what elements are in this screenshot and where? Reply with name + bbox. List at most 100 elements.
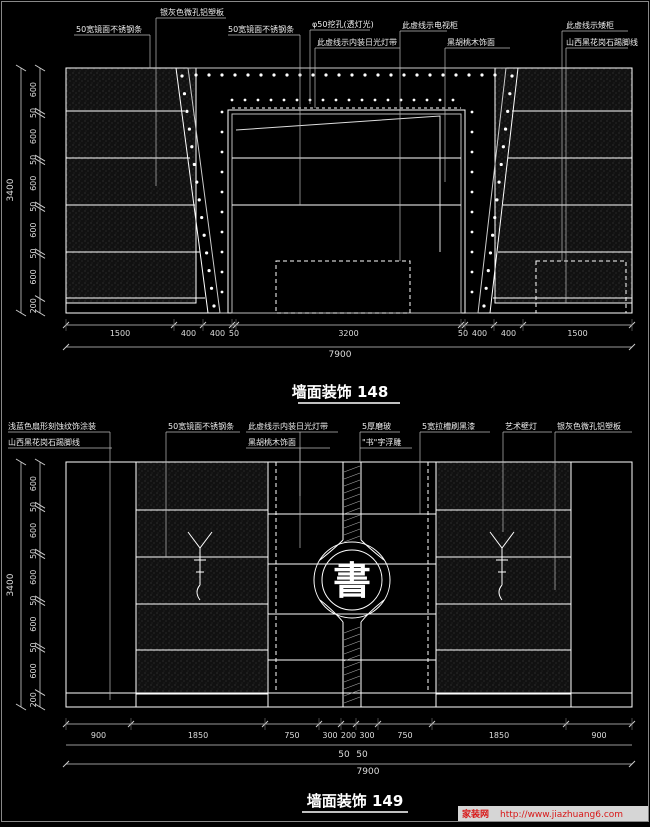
dim-label: 3200 — [338, 329, 358, 338]
dim-labels-149: 3400 7900 50 50 — [6, 573, 380, 777]
annotation: 此虚线示电视柜 — [402, 20, 458, 30]
light-hole — [220, 250, 224, 254]
light-hole — [220, 73, 224, 77]
light-hole — [499, 162, 503, 167]
total-width-label: 7900 — [329, 350, 352, 360]
dim-tick — [34, 248, 46, 256]
dim-tick — [34, 458, 46, 466]
dim-label: 50 — [29, 108, 38, 118]
hatch-line — [343, 668, 361, 676]
annotation: 此虚线示内装日光灯带 — [248, 421, 328, 431]
light-hole — [192, 162, 196, 167]
light-hole — [508, 92, 512, 96]
dim-tick — [34, 107, 46, 115]
annotation: 银灰色微孔铝塑板 — [160, 7, 224, 17]
light-hole — [233, 73, 237, 77]
dim-label: 300 — [359, 731, 374, 740]
hatch-line — [343, 507, 361, 515]
annotation: 黑胡桃木饰面 — [248, 437, 296, 447]
hatch-line — [343, 654, 361, 662]
dim-tick — [34, 205, 46, 212]
dim-tick — [34, 501, 46, 509]
hatch-line — [343, 647, 361, 655]
light-hole — [209, 286, 214, 290]
light-hole — [205, 251, 209, 255]
dim-label: 600 — [29, 269, 38, 284]
dim-tick — [34, 595, 46, 603]
footer-url[interactable]: http://www.jiazhuang6.com — [500, 810, 623, 820]
dim-label: 600 — [29, 176, 38, 191]
glass-hatch — [343, 465, 361, 704]
emblem-character: 書 — [333, 559, 371, 603]
light-hole — [285, 73, 289, 77]
light-hole — [510, 74, 514, 78]
hatch-line — [343, 633, 361, 641]
annotation: 50宽镜面不锈钢条 — [228, 24, 294, 34]
dim-tick — [34, 201, 46, 209]
left-granite-panel — [65, 67, 197, 304]
dim-label: 750 — [284, 731, 299, 740]
light-hole — [212, 304, 216, 308]
dim-label: 1500 — [110, 329, 130, 338]
light-hole — [190, 145, 194, 149]
light-hole — [497, 180, 501, 184]
hatch-line — [343, 486, 361, 494]
light-hole — [202, 233, 206, 237]
dim-tick — [34, 158, 46, 166]
light-hole — [180, 74, 184, 78]
drawing-title: 墙面装饰 149 — [307, 792, 404, 810]
annotation: 山西黑花岗石踢脚线 — [566, 37, 638, 47]
leaders-149 — [8, 431, 632, 700]
hatch-line — [343, 640, 361, 648]
annotation: 50宽镜面不锈钢条 — [168, 421, 234, 431]
dim-label: 400 — [181, 329, 196, 338]
hatch-line — [343, 661, 361, 669]
light-hole — [295, 98, 299, 102]
dim-label: 600 — [29, 663, 38, 678]
dim-label: 600 — [29, 616, 38, 631]
light-hole — [491, 233, 495, 237]
annotation: φ50挖孔(透灯光) — [312, 19, 374, 29]
dim-label: 750 — [397, 731, 412, 740]
dim-label: 200 — [29, 298, 38, 313]
dim-label: 900 — [591, 731, 606, 740]
annotations-149: 浅蓝色扇形刻蚀纹饰涂装 山西黑花岗石踢脚线 50宽镜面不锈钢条 此虚线示内装日光… — [8, 421, 621, 447]
annotation: 此虚线示内装日光灯带 — [317, 37, 397, 47]
light-hole — [501, 145, 505, 149]
light-hole — [402, 73, 406, 77]
dim-label: 300 — [322, 731, 337, 740]
light-hole — [493, 73, 497, 77]
light-hole — [282, 98, 286, 102]
light-hole — [207, 73, 211, 77]
dim-tick — [34, 154, 46, 162]
dim-label: 600 — [29, 570, 38, 585]
light-hole — [389, 73, 393, 77]
dim-tick — [34, 599, 46, 606]
dim-label: 1850 — [188, 731, 208, 740]
dimensions-149 — [20, 462, 632, 765]
light-hole — [324, 73, 328, 77]
total-width-label: 7900 — [357, 767, 380, 777]
height-label: 3400 — [6, 573, 16, 596]
dim-ticks-148 — [15, 64, 636, 351]
tv-cabinet-dashed — [275, 260, 411, 314]
light-hole — [425, 98, 429, 102]
dim-tick — [34, 64, 46, 72]
dim-tick — [34, 309, 46, 317]
annotation: 5宽拉槽刷黑漆 — [422, 421, 475, 431]
light-hole — [197, 198, 201, 202]
dim-label: 50 — [229, 329, 239, 338]
right-granite-panel — [435, 461, 572, 695]
light-hole — [334, 98, 338, 102]
light-hole — [470, 110, 474, 114]
dim-tick — [34, 251, 46, 259]
light-hole — [182, 92, 187, 96]
light-hole — [495, 198, 499, 202]
sub-dim-label: 50 — [338, 750, 350, 760]
dim-tick — [34, 703, 46, 711]
light-hole — [376, 73, 380, 77]
hatch-line — [343, 675, 361, 683]
light-hole — [185, 109, 189, 113]
